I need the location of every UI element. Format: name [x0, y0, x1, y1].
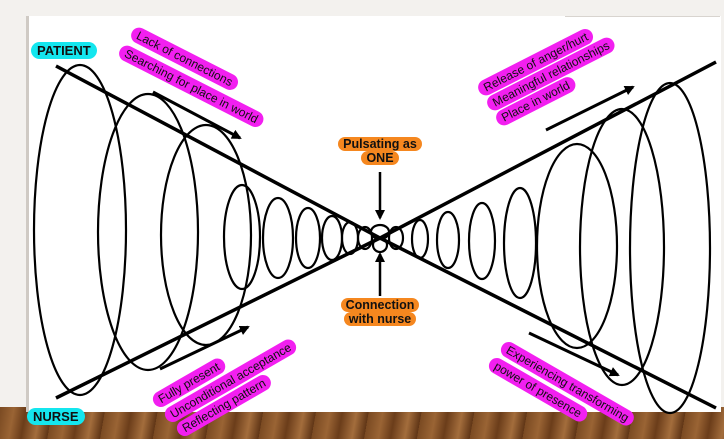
center-top-line: ONE [361, 151, 399, 165]
slide-canvas [26, 16, 721, 412]
coil [502, 186, 538, 300]
arrow-patient-before [152, 90, 242, 140]
coil [340, 220, 360, 256]
cone-line-bottom-left [55, 236, 381, 400]
coil [410, 218, 430, 260]
coil [261, 196, 295, 280]
coil [467, 201, 497, 281]
left-spiral [32, 63, 374, 397]
center-knot [369, 223, 391, 254]
coil [435, 210, 461, 270]
cone-line-bottom-right [379, 236, 717, 410]
coil [320, 214, 344, 262]
coil [356, 225, 374, 251]
center-bottom-label: Connection with nurse [320, 298, 440, 326]
coil [294, 206, 322, 270]
nurse-label: NURSE [27, 408, 85, 425]
coil [96, 92, 200, 372]
center-top-label: Pulsating as ONE [320, 137, 440, 165]
arrow-patient-after [545, 85, 635, 132]
arrow-nurse-before [159, 325, 250, 371]
coil [535, 142, 619, 350]
cone-line-top-left [55, 64, 381, 240]
coil [578, 107, 666, 387]
center-bottom-line: with nurse [343, 312, 417, 326]
arrow-nurse-after [528, 331, 620, 377]
coil [387, 225, 405, 251]
coil [222, 183, 262, 291]
center-bottom-line: Connection [340, 298, 420, 312]
patient-label: PATIENT [31, 42, 97, 59]
coil [159, 123, 253, 347]
coil [628, 81, 712, 415]
center-top-line: Pulsating as [338, 137, 422, 151]
right-spiral [387, 81, 712, 415]
slide-edge [565, 16, 720, 17]
coil [32, 63, 128, 397]
cone-line-top-right [379, 60, 717, 240]
